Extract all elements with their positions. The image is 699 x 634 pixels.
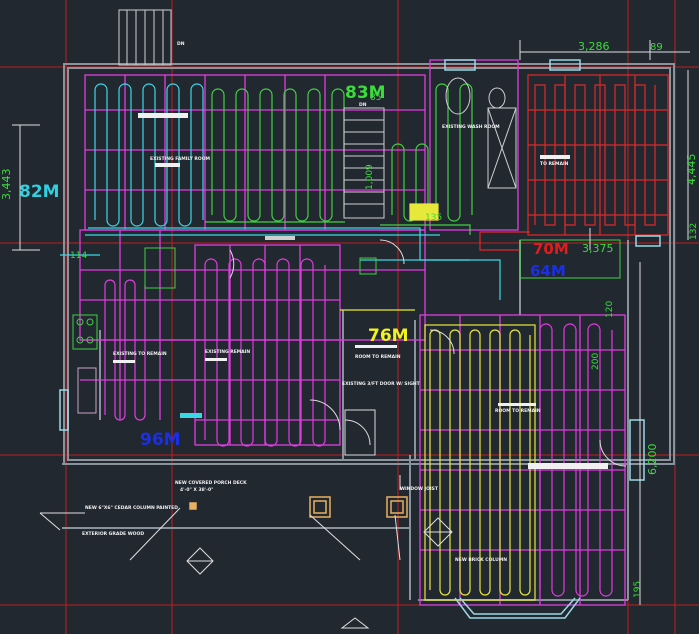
dim-left-height: 3,443	[0, 169, 13, 201]
magenta-heating-loops	[104, 258, 613, 597]
note-to-remain-red: TO REMAIN	[540, 161, 569, 167]
dimension-lines	[12, 40, 690, 605]
stair-top	[118, 9, 172, 66]
note-covered-porch: NEW COVERED PORCH DECK	[175, 480, 247, 486]
loop-label-83m: 83M	[345, 83, 386, 103]
note-existing-remain-mid: EXISTING REMAIN	[205, 349, 250, 355]
loop-label-96m: 96M	[140, 430, 181, 450]
red-heating-zone	[479, 74, 669, 251]
loop-labels: 82M 83M 76M 70M 64M 96M	[19, 83, 569, 450]
dim-top-small: 89	[650, 42, 663, 53]
notes: DN DN EXISTING FAMILY ROOM EXISTING WASH…	[82, 41, 569, 563]
dim-1009: 1,009	[365, 164, 375, 190]
dim-right-lower: 6,200	[646, 444, 659, 476]
note-exterior-grade: EXTERIOR GRADE WOOD	[82, 531, 144, 537]
dim-195: 195	[633, 581, 643, 598]
note-room-to-remain-right: ROOM TO REMAIN	[495, 408, 541, 414]
note-room-to-remain: ROOM TO REMAIN	[355, 354, 401, 360]
dim-right-height: 4,445	[685, 154, 698, 186]
stair-main	[343, 77, 517, 219]
loop-label-76m: 76M	[368, 326, 409, 346]
loop-label-82m: 82M	[19, 182, 60, 202]
dim-200: 200	[591, 353, 601, 370]
note-existing-family-room: EXISTING FAMILY ROOM	[150, 156, 211, 162]
note-dn-top: DN	[177, 41, 185, 47]
dim-right-132: 132	[689, 223, 699, 240]
walls	[62, 63, 675, 601]
loop-label-70m: 70M	[533, 240, 569, 258]
white-tags	[113, 113, 608, 469]
fixtures	[72, 239, 621, 414]
dim-135: 135	[425, 213, 442, 223]
dim-120: 120	[605, 301, 615, 318]
note-cedar-column: NEW 6"X6" CEDAR COLUMN PAINTED	[85, 505, 178, 511]
dim-mid-width: 3,375	[582, 242, 614, 255]
note-existing-to-remain-left: EXISTING TO REMAIN	[113, 351, 167, 357]
doors	[229, 239, 627, 467]
porch-columns	[189, 496, 408, 518]
loop-label-64m: 64M	[530, 262, 566, 280]
dim-85: 85	[370, 93, 381, 103]
dim-114: 114	[70, 251, 87, 261]
note-existing-washroom: EXISTING WASH ROOM	[442, 124, 500, 130]
note-covered-porch-size: 4'-0" X 38'-0"	[180, 487, 213, 493]
magenta-grid	[79, 59, 626, 606]
dim-top-width: 3,286	[578, 40, 610, 53]
cyan-heating-zone	[60, 83, 501, 300]
note-window-joist: WINDOW JOIST	[400, 486, 439, 492]
note-brick-column: NEW BRICK COLUMN	[455, 557, 507, 563]
leader-lines	[39, 475, 453, 629]
dimension-texts: 3,286 89 3,443 4,445 132 3,375 6,200 114…	[0, 40, 699, 598]
cyan-marker	[180, 413, 202, 418]
bay-window	[59, 59, 661, 619]
note-existing-door: EXISTING 3/FT DOOR W/ SIGHT	[342, 381, 421, 387]
note-dn-stair: DN	[359, 102, 367, 108]
yellow-heating-zone	[340, 203, 536, 601]
gray-marker	[265, 236, 295, 240]
